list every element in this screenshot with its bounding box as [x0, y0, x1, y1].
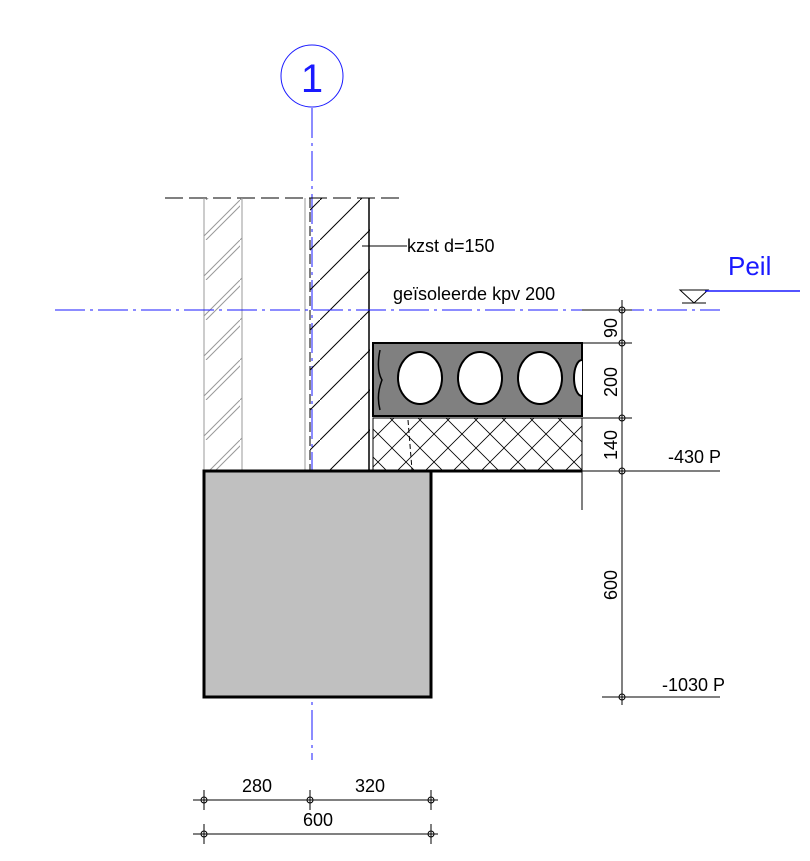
- foundation-footing: [202, 469, 433, 699]
- outer-wall-leaf: [203, 198, 243, 470]
- vertical-dimensions: 90 200 140 600: [581, 300, 720, 705]
- level-peil: Peil: [55, 251, 800, 311]
- elevation-1030: -1030 P: [662, 675, 725, 695]
- elevation-430: -430 P: [668, 447, 721, 467]
- dim-600-horizontal: 600: [303, 810, 333, 830]
- grid-label: 1: [301, 57, 323, 101]
- dim-280: 280: [242, 776, 272, 796]
- wall-label: kzst d=150: [407, 236, 495, 256]
- grid-bubble: [280, 44, 344, 108]
- dim-140: 140: [601, 430, 621, 460]
- floor-label: geïsoleerde kpv 200: [393, 284, 555, 304]
- level-label: Peil: [728, 251, 771, 281]
- dim-320: 320: [355, 776, 385, 796]
- dim-200: 200: [601, 367, 621, 397]
- slab-insulation: [372, 417, 583, 472]
- hollow-core-slab: [372, 342, 583, 417]
- dim-600-vertical: 600: [601, 570, 621, 600]
- inner-wall-kzst: [309, 198, 370, 470]
- horizontal-dimensions: 280 320 600: [193, 776, 438, 844]
- dim-90: 90: [601, 318, 621, 338]
